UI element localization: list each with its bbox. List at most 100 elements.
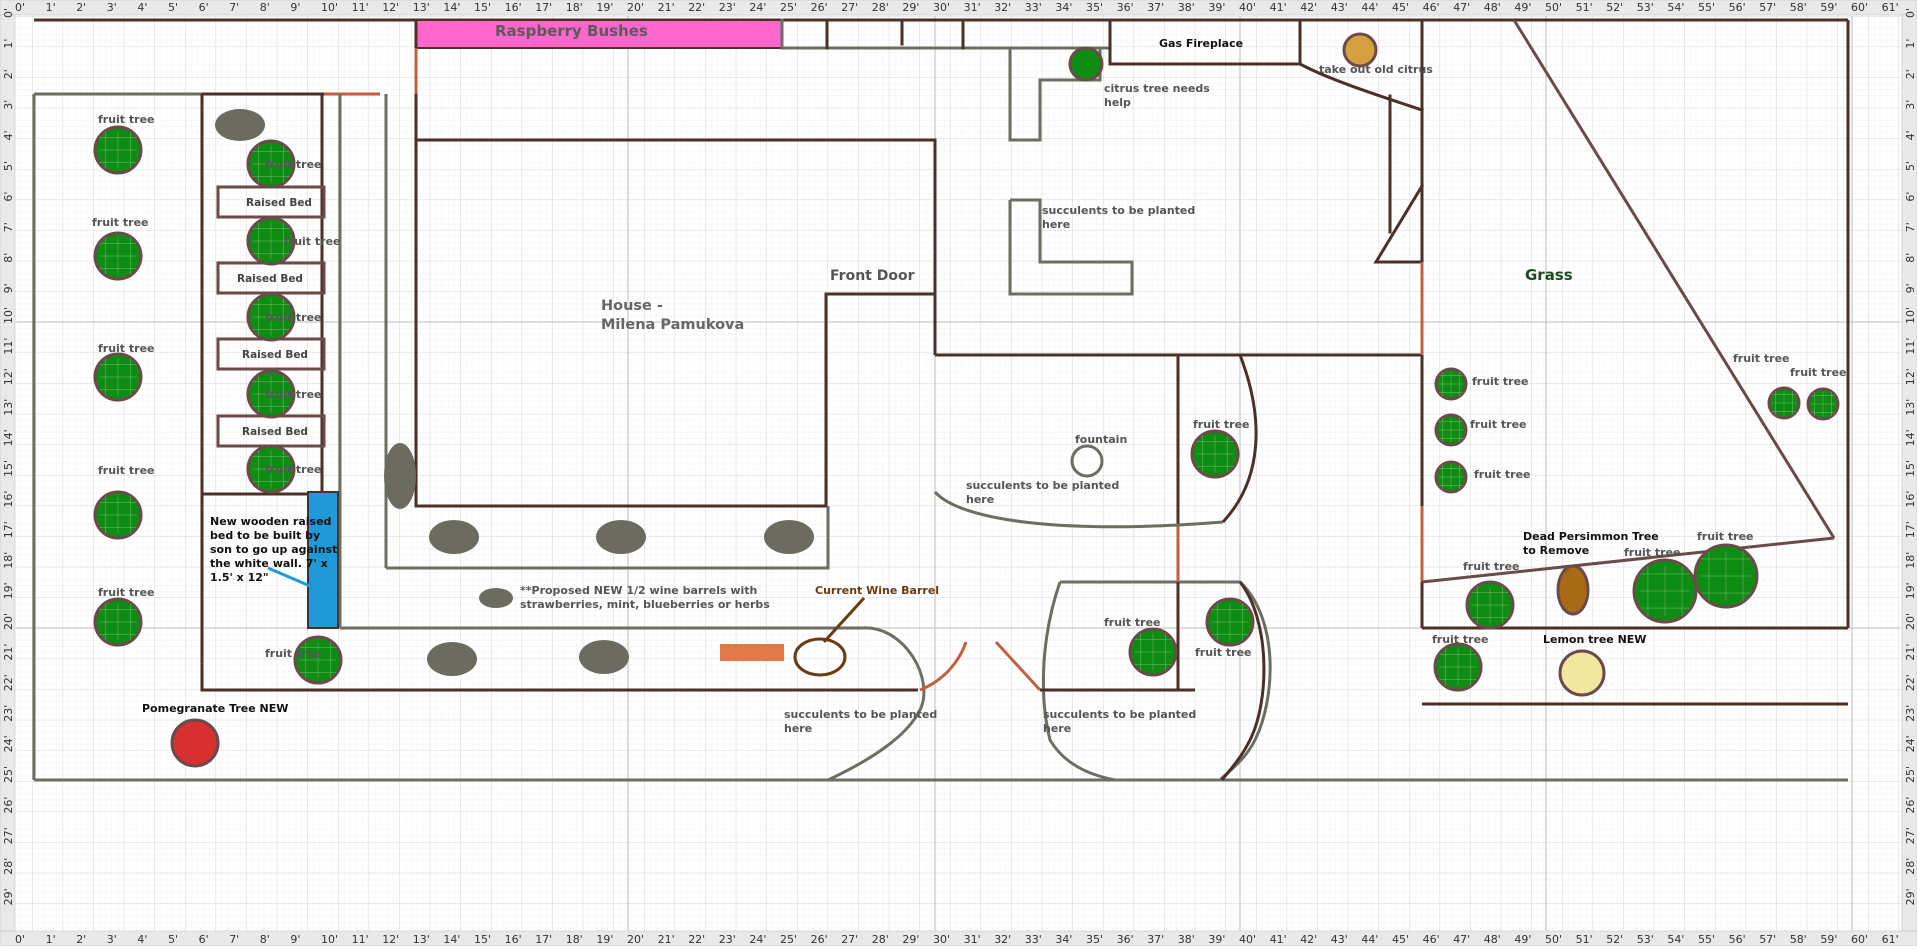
fruit-tree-label: fruit tree bbox=[1193, 418, 1250, 431]
new-wooden-raised-bed bbox=[307, 491, 339, 629]
ruler-tick-label: 11' bbox=[352, 933, 369, 946]
ruler-tick-label: 35' bbox=[1086, 1, 1103, 14]
ruler-tick-label: 15' bbox=[474, 1, 491, 14]
ruler-tick-label: 30' bbox=[933, 1, 950, 14]
svg-text:succulents to be planted: succulents to be planted bbox=[966, 479, 1119, 492]
wine-barrel bbox=[764, 520, 814, 554]
ruler-tick-label: 29' bbox=[902, 1, 919, 14]
ruler-tick-label: 0' bbox=[15, 1, 25, 14]
ruler-tick-label: 6' bbox=[199, 933, 209, 946]
grass-label: Grass bbox=[1525, 266, 1573, 284]
raised-bed-label-4: Raised Bed bbox=[242, 426, 308, 438]
ruler-tick-label: 10' bbox=[1904, 307, 1917, 324]
fruit-tree: fruit tree bbox=[246, 444, 322, 494]
ruler-tick-label: 20' bbox=[627, 1, 644, 14]
ruler-tick-label: 38' bbox=[1178, 1, 1195, 14]
raised-bed-label-3: Raised Bed bbox=[242, 349, 308, 361]
ruler-tick-label: 24' bbox=[1904, 735, 1917, 752]
ruler-tick-label: 41' bbox=[1270, 933, 1287, 946]
current-wine-barrel-label: Current Wine Barrel bbox=[815, 584, 939, 597]
fruit-tree-label: fruit tree bbox=[1195, 646, 1252, 659]
wine-barrels bbox=[215, 109, 814, 676]
svg-text:1.5' x 12": 1.5' x 12" bbox=[210, 571, 269, 584]
ruler-tick-label: 22' bbox=[688, 933, 705, 946]
fruit-tree: fruit tree bbox=[93, 113, 155, 175]
ruler-tick-label: 14' bbox=[2, 429, 15, 446]
citrus-help-label: citrus tree needs help bbox=[1104, 82, 1210, 109]
svg-text:here: here bbox=[1043, 722, 1071, 735]
ruler-tick-label: 46' bbox=[1423, 933, 1440, 946]
ruler-tick-label: 27' bbox=[2, 827, 15, 844]
fruit-tree: fruit tree bbox=[1434, 367, 1529, 401]
ruler-tick-label: 37' bbox=[1147, 1, 1164, 14]
new-bed-pointer bbox=[267, 566, 311, 588]
property-boundaries bbox=[32, 18, 1850, 782]
ruler-tick-label: 20' bbox=[627, 933, 644, 946]
ruler-tick-label: 17' bbox=[1904, 521, 1917, 538]
ruler-tick-label: 17' bbox=[535, 1, 552, 14]
svg-text:Dead Persimmon Tree: Dead Persimmon Tree bbox=[1523, 530, 1659, 543]
fruit-tree: fruit tree bbox=[265, 635, 343, 685]
ruler-tick-label: 41' bbox=[1270, 1, 1287, 14]
fruit-tree: fruit tree bbox=[93, 586, 155, 647]
ruler-tick-label: 55' bbox=[1698, 933, 1715, 946]
wine-barrel bbox=[384, 443, 416, 509]
ruler-tick-label: 23' bbox=[1904, 705, 1917, 722]
ruler-tick-label: 3' bbox=[107, 933, 117, 946]
ruler-tick-label: 11' bbox=[2, 338, 15, 355]
fruit-tree-label: fruit tree bbox=[1470, 418, 1527, 431]
ruler-tick-label: 12' bbox=[1904, 368, 1917, 385]
ruler-tick-label: 3' bbox=[2, 100, 15, 110]
pomegranate-label: Pomegranate Tree NEW bbox=[142, 702, 288, 715]
ruler-tick-label: 18' bbox=[566, 933, 583, 946]
ruler-tick-label: 16' bbox=[505, 933, 522, 946]
fruit-tree: fruit tree bbox=[1624, 546, 1698, 624]
fruit-tree-label: fruit tree bbox=[284, 235, 341, 248]
ruler-tick-label: 20' bbox=[2, 613, 15, 630]
fruit-tree: fruit tree bbox=[1104, 616, 1178, 677]
fruit-tree: fruit tree bbox=[93, 342, 155, 402]
dead-persimmon-label: Dead Persimmon Tree to Remove bbox=[1523, 530, 1659, 557]
dead-persimmon-tree bbox=[1556, 564, 1590, 616]
current-wine-barrel bbox=[793, 637, 847, 677]
ruler-tick-label: 26' bbox=[811, 933, 828, 946]
proposed-barrels-note: **Proposed NEW 1/2 wine barrels with str… bbox=[520, 584, 770, 611]
ruler-tick-label: 52' bbox=[1606, 1, 1623, 14]
ruler-tick-label: 24' bbox=[749, 1, 766, 14]
ruler-tick-label: 46' bbox=[1423, 1, 1440, 14]
ruler-tick-label: 60' bbox=[1851, 1, 1868, 14]
ruler-tick-label: 1' bbox=[46, 1, 56, 14]
ruler-tick-label: 35' bbox=[1086, 933, 1103, 946]
svg-text:the white wall. 7' x: the white wall. 7' x bbox=[210, 557, 328, 570]
ruler-tick-label: 16' bbox=[505, 1, 522, 14]
wine-barrel bbox=[427, 642, 477, 676]
ruler-tick-label: 8' bbox=[1904, 253, 1917, 263]
raised-bed-label-2: Raised Bed bbox=[237, 273, 303, 285]
ruler-tick-label: 28' bbox=[872, 933, 889, 946]
ruler-tick-label: 47' bbox=[1453, 933, 1470, 946]
pomegranate-tree bbox=[170, 718, 220, 768]
succulent-note-2: succulents to be planted here bbox=[966, 479, 1119, 506]
ruler-tick-label: 50' bbox=[1545, 1, 1562, 14]
house-label-2: Milena Pamukova bbox=[601, 317, 744, 333]
ruler-tick-label: 34' bbox=[1055, 1, 1072, 14]
ruler-tick-label: 5' bbox=[1904, 161, 1917, 171]
ruler-tick-label: 48' bbox=[1484, 1, 1501, 14]
courtyard bbox=[933, 354, 1258, 690]
trees: fruit tree fruit tree fruit tree fruit tree… bbox=[92, 113, 1847, 692]
ruler-tick-label: 7' bbox=[2, 222, 15, 232]
ruler-tick-label: 21' bbox=[658, 1, 675, 14]
ruler-tick-label: 8' bbox=[2, 253, 15, 263]
ruler-tick-label: 57' bbox=[1759, 1, 1776, 14]
ruler-tick-label: 61' bbox=[1882, 1, 1899, 14]
fruit-tree: fruit tree bbox=[1432, 633, 1489, 692]
ruler-tick-label: 9' bbox=[2, 283, 15, 293]
ruler-tick-label: 54' bbox=[1667, 933, 1684, 946]
ruler-left bbox=[0, 14, 16, 932]
fruit-tree-label: fruit tree bbox=[1733, 352, 1790, 365]
fruit-tree: fruit tree bbox=[1434, 413, 1527, 447]
ruler-tick-label: 0' bbox=[1904, 8, 1917, 18]
ruler-tick-label: 19' bbox=[2, 582, 15, 599]
ruler-tick-label: 5' bbox=[2, 161, 15, 171]
